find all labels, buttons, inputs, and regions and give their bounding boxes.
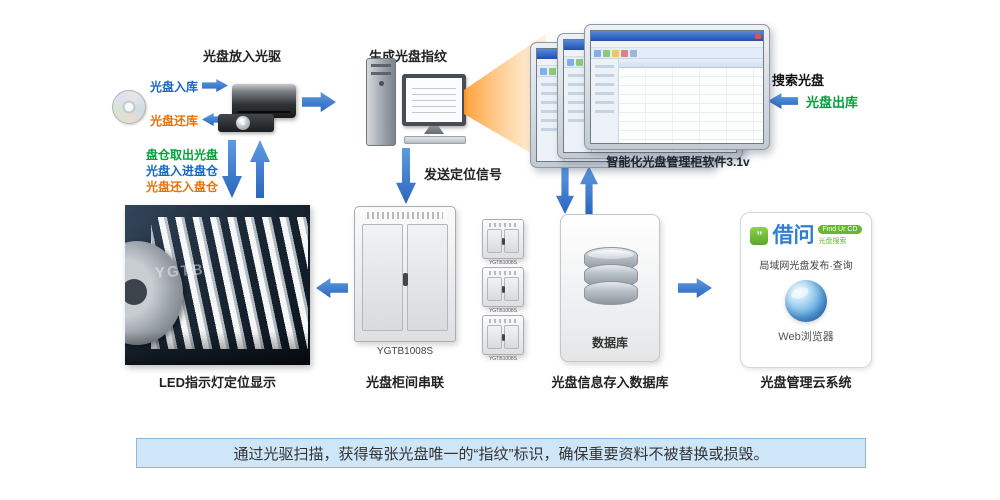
cabinet-vent: [367, 212, 443, 219]
disc-cabinet: [354, 206, 456, 342]
projection-beam: [464, 34, 546, 162]
cloud-caption: 光盘管理云系统: [760, 375, 852, 390]
bin-put-in-label: 光盘入进盘仓: [145, 164, 218, 178]
led-cabinet-photo: YGTB: [125, 205, 310, 365]
cloud-system-panel: 借问 Find Ur CD 光盘搜索 局域网光盘发布·查询 Web浏览器: [740, 212, 872, 368]
led-caption: LED指示灯定位显示: [158, 375, 276, 390]
cloud-badge-sub: 光盘搜索: [818, 238, 847, 245]
jiewen-logo-icon: [750, 227, 769, 245]
software-monitor-front: [584, 24, 770, 150]
tray-disc-icon: [236, 116, 250, 130]
arrow-disc-into-bin: [222, 140, 242, 198]
keyboard-icon: [404, 136, 466, 144]
database-panel: 数据库: [560, 214, 660, 362]
bin-labels: 盘仓取出光盘 光盘入进盘仓 光盘还入盘仓: [118, 149, 218, 197]
mini-cabinet-model: YGTB1008S: [488, 356, 518, 362]
cloud-brand: 借问: [772, 224, 815, 247]
mini-cabinet-model: YGTB1008S: [488, 260, 518, 266]
sidebar-panel: [591, 59, 619, 143]
cabinet-doors: [362, 224, 448, 331]
optical-drive: [218, 84, 298, 140]
bin-return-in-label: 光盘还入盘仓: [145, 180, 218, 194]
mini-cabinet-3: YGTB1008S: [482, 315, 524, 362]
arrow-database-to-cloud: [678, 278, 712, 298]
arrow-disc-out: [768, 93, 798, 109]
photo-watermark: YGTB: [154, 261, 206, 282]
cloud-badge: Find Ur CD: [818, 225, 862, 234]
arrow-disc-out-of-bin: [250, 140, 270, 198]
window-titlebar: [591, 31, 763, 41]
computer-tower-icon: [366, 58, 396, 146]
bottom-banner: 通过光驱扫描，获得每张光盘唯一的“指纹”标识，确保重要资料不被替换或损毁。: [136, 438, 866, 468]
mini-cabinet-model: YGTB1008S: [488, 308, 518, 314]
disc-out-label: 光盘出库: [806, 95, 859, 110]
search-disc-label: 搜索光盘: [772, 73, 825, 88]
monitor-stand: [424, 126, 444, 134]
mini-cabinet-2: YGTB1008S: [482, 267, 524, 314]
cabinet-lock-icon: [403, 273, 408, 286]
cloud-description: 局域网光盘发布·查询: [759, 261, 853, 272]
arrow-drive-to-computer: [302, 92, 336, 112]
cd-disc-icon: [112, 90, 146, 124]
arrow-send-signal: [396, 148, 416, 204]
jiewen-logo: 借问 Find Ur CD 光盘搜索: [750, 224, 862, 247]
computer-screen: [406, 78, 462, 122]
disc-in-label: 光盘入库: [150, 80, 199, 94]
arrow-database-to-software: [580, 166, 598, 214]
fingerprint-computer: [366, 56, 468, 148]
arrow-disc-in: [202, 79, 228, 92]
send-signal-label: 发送定位信号: [424, 167, 503, 182]
drive-body: [232, 84, 296, 118]
software-title: 智能化光盘管理柜软件3.1v: [606, 155, 750, 169]
software-screen: [590, 30, 764, 144]
database-caption: 光盘信息存入数据库: [551, 375, 669, 390]
drive-tray: [218, 114, 274, 132]
globe-icon: [785, 280, 827, 322]
cabinet-caption: 光盘柜间串联: [365, 375, 444, 390]
web-browser-label: Web浏览器: [778, 331, 834, 343]
arrow-cabinet-to-led: [316, 278, 348, 298]
database-icon: [584, 247, 638, 305]
arrow-software-to-database: [556, 166, 574, 214]
drive-section-title: 光盘放入光驱: [202, 49, 281, 64]
computer-monitor-icon: [402, 74, 466, 126]
database-name: 数据库: [591, 336, 628, 350]
disc-return-label: 光盘还库: [150, 114, 199, 128]
bin-take-out-label: 盘仓取出光盘: [145, 148, 218, 162]
mini-cabinet-1: YGTB1008S: [482, 219, 524, 266]
cabinet-model: YGTB1008S: [376, 346, 434, 357]
toolbar: [591, 48, 763, 59]
